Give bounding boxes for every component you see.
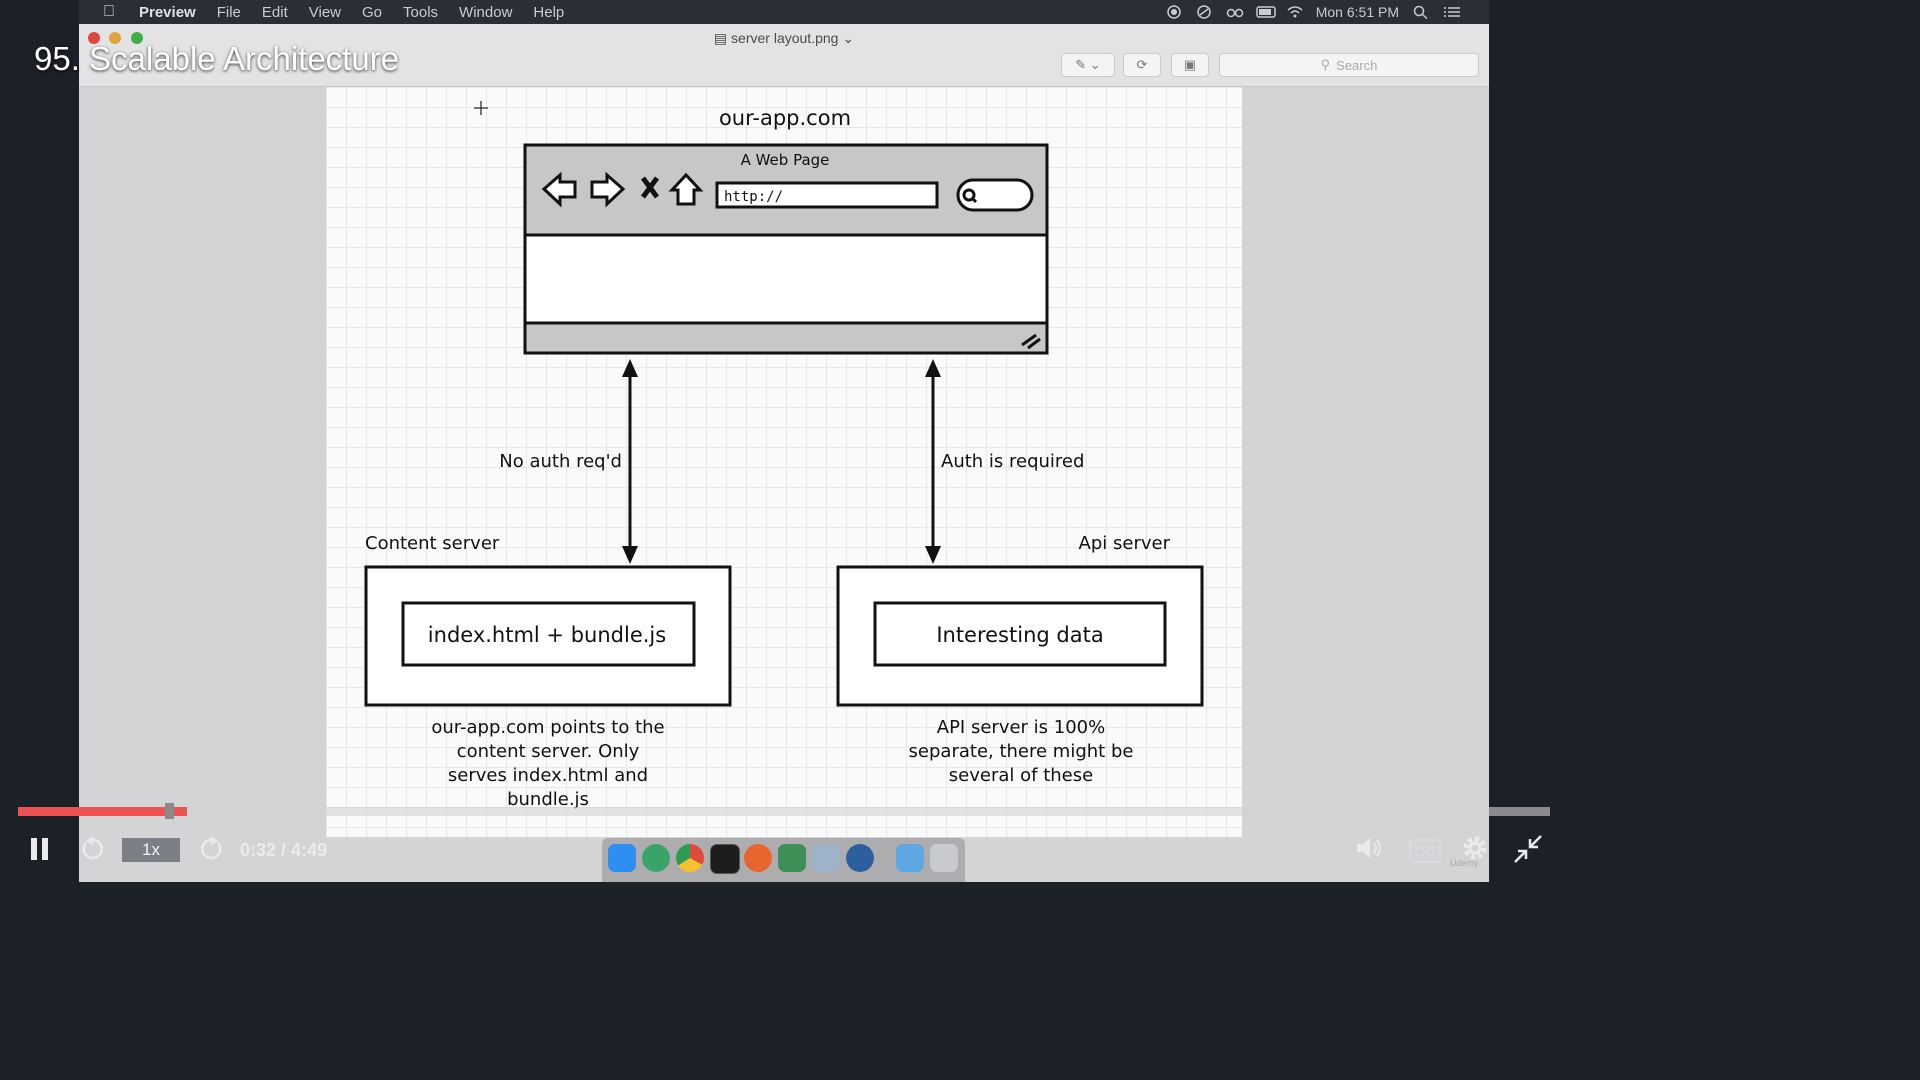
menu-file: File: [216, 3, 241, 21]
record-icon: [1166, 5, 1182, 19]
wifi-icon: [1286, 5, 1303, 19]
playback-speed-button[interactable]: 1x: [122, 838, 180, 862]
architecture-diagram: our-app.com A Web Page http:// No auth r…: [364, 101, 1204, 810]
chrome-icon: [676, 844, 704, 872]
preview-icon: [812, 844, 840, 872]
crosshair-cursor-icon: [474, 101, 488, 115]
lecture-title: 95. Scalable Architecture: [34, 40, 400, 77]
gear-icon: [1463, 836, 1487, 860]
content-caption-line: our-app.com points to the: [431, 717, 664, 738]
window-title: ▤ server layout.png ⌄: [79, 30, 1489, 47]
window-title-text: server layout.png: [731, 30, 839, 46]
search-placeholder: Search: [1336, 57, 1378, 73]
browser-address-bar: [715, 181, 939, 209]
back-arrow-icon: [541, 171, 577, 208]
sketch-icon: [744, 844, 772, 872]
exit-fullscreen-button[interactable]: [1513, 834, 1543, 870]
quicktime-icon: [846, 844, 874, 872]
zoom-window-button: [131, 32, 143, 44]
menu-view: View: [308, 3, 341, 21]
sync-icon: [1196, 5, 1212, 19]
settings-button[interactable]: [1461, 834, 1489, 868]
left-double-arrow: [622, 359, 638, 564]
resize-grip-icon: [1021, 333, 1041, 350]
content-server-label: Content server: [365, 533, 500, 554]
browser-search-icon: [962, 188, 978, 204]
minimize-window-button: [109, 32, 121, 44]
toolbox-button: ▣: [1171, 53, 1209, 77]
api-server-data: Interesting data: [936, 623, 1103, 647]
battery-icon: [1255, 5, 1276, 19]
markup-pen-button: ✎ ⌄: [1061, 53, 1115, 77]
trash-icon: [930, 844, 958, 872]
pause-icon: [31, 838, 48, 860]
browser-url-text: http://: [724, 189, 783, 205]
notification-center-icon: [1443, 5, 1460, 19]
api-caption-line: several of these: [949, 765, 1093, 786]
menu-tools: Tools: [403, 3, 439, 21]
content-caption-line: bundle.js: [507, 789, 589, 810]
video-progress-bar[interactable]: [18, 807, 1550, 816]
menu-go: Go: [362, 3, 383, 21]
close-window-button: [88, 32, 100, 44]
menu-app-name: Preview: [139, 3, 196, 21]
exit-fullscreen-icon: [1514, 835, 1542, 863]
pause-button[interactable]: [30, 836, 50, 868]
udemy-watermark: Udemy: [1450, 858, 1479, 868]
api-server-label: Api server: [1079, 533, 1171, 554]
stop-x-icon: [640, 176, 660, 199]
right-double-arrow: [925, 359, 941, 564]
menu-edit: Edit: [261, 3, 288, 21]
rewind-button[interactable]: [80, 835, 106, 869]
content-server-inner-box: [401, 601, 696, 667]
content-caption-line: serves index.html and: [448, 765, 648, 786]
site-domain-label: our-app.com: [719, 106, 851, 130]
sourcetree-icon: [778, 844, 806, 872]
browser-mockup: A Web Page http://: [523, 143, 1049, 355]
search-icon: ⚲: [1320, 57, 1331, 72]
volume-icon: [1357, 838, 1381, 858]
no-auth-label: No auth req'd: [499, 451, 622, 472]
forward-button[interactable]: [198, 835, 224, 869]
menubar-clock: Mon 6:51 PM: [1315, 4, 1399, 20]
api-server-inner-box: [873, 601, 1167, 667]
glasses-icon: [1226, 5, 1243, 19]
atom-icon: [642, 844, 670, 872]
api-caption-line: API server is 100%: [937, 717, 1105, 738]
browser-title: A Web Page: [741, 151, 830, 169]
menu-help: Help: [533, 3, 565, 21]
content-caption-line: content server. Only: [457, 741, 640, 762]
progress-scrubber-handle[interactable]: [165, 803, 174, 819]
captions-button[interactable]: CC: [1409, 839, 1441, 863]
menubar-status-area: Mon 6:51 PM: [1166, 0, 1460, 24]
rotate-button: ⟳: [1123, 53, 1161, 77]
api-caption-line: separate, there might be: [909, 741, 1134, 762]
spotlight-icon: [1413, 5, 1429, 20]
video-progress-fill: [18, 807, 187, 816]
playback-time: 0:32 / 4:49: [240, 840, 328, 860]
mac-menubar:  Preview File Edit View Go Tools Window…: [79, 0, 1489, 24]
document-icon: ▤: [713, 30, 732, 46]
home-icon: [668, 172, 704, 206]
video-player[interactable]:  Preview File Edit View Go Tools Window…: [0, 0, 1568, 882]
content-server-files: index.html + bundle.js: [428, 623, 666, 647]
content-server-caption: our-app.com points to the content server…: [431, 717, 664, 810]
forward-arrow-icon: [590, 171, 626, 208]
terminal-icon: [710, 844, 740, 874]
auth-required-label: Auth is required: [941, 451, 1084, 472]
mac-dock: [602, 838, 965, 882]
menu-window: Window: [459, 3, 513, 21]
finder-icon: [608, 844, 636, 872]
chevron-down-icon: ⌄: [838, 30, 855, 46]
apple-icon: : [79, 3, 139, 21]
api-server-caption: API server is 100% separate, there might…: [909, 717, 1134, 786]
forward-icon: [201, 836, 222, 860]
rewind-icon: [82, 836, 103, 860]
preview-titlebar: ▤ server layout.png ⌄ ✎ ⌄ ⟳ ▣ ⚲ Search: [79, 24, 1489, 87]
volume-button[interactable]: [1355, 835, 1385, 867]
folder-icon: [896, 844, 924, 872]
browser-search-field: [956, 178, 1034, 212]
search-field: ⚲ Search: [1219, 53, 1479, 77]
